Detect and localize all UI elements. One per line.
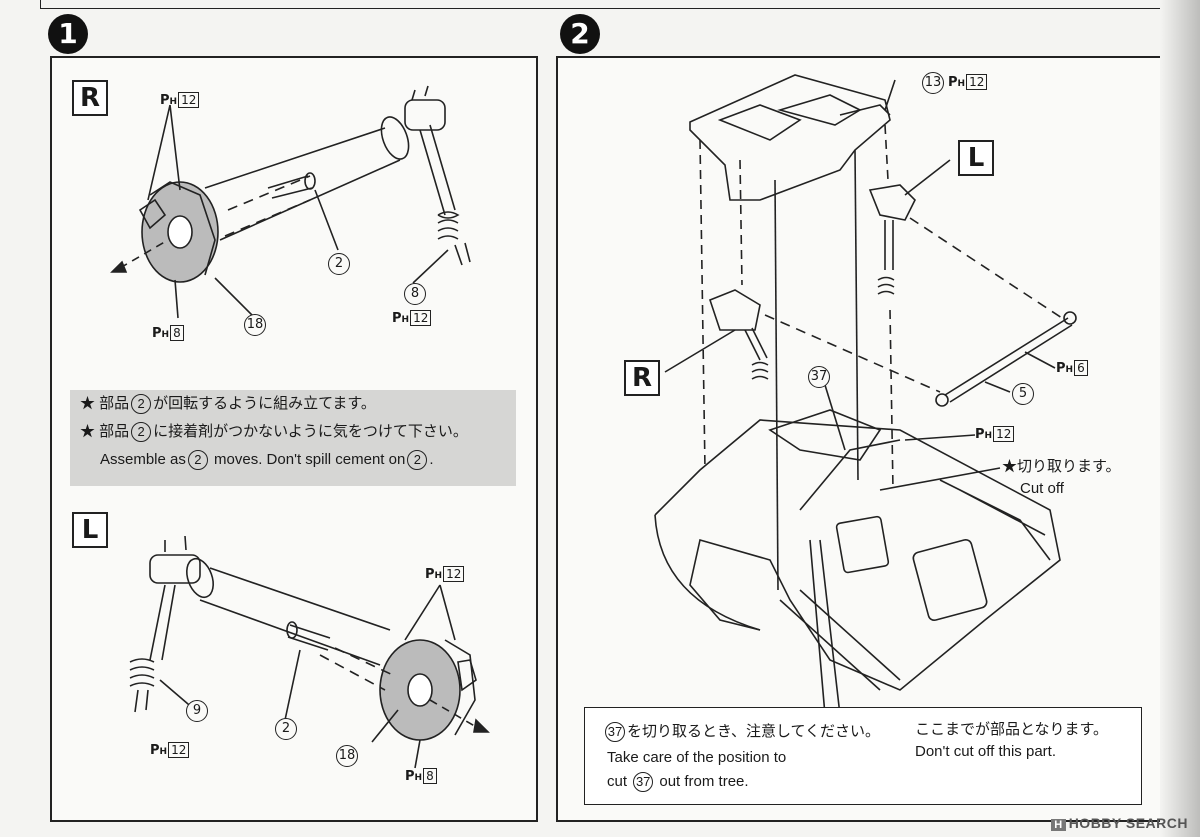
step-1-r-part-18: 18 (244, 314, 266, 336)
part-boundary-jp: ここまでが部品となります。 (915, 721, 1109, 738)
cut-off-en: Cut off (1020, 480, 1064, 497)
caution-en-1: Take care of the position to (607, 749, 787, 766)
caution-en-2: cut 37 out from tree. (607, 772, 749, 792)
cut-off-jp: ★切り取ります。 (1002, 458, 1121, 475)
step-2-l-label: L (958, 140, 994, 176)
step-1-r-part-2: 2 (328, 253, 350, 275)
step-2-panel (556, 56, 1168, 822)
step-1-l-part-2: 2 (275, 718, 297, 740)
part-boundary-en: Don't cut off this part. (915, 743, 1056, 760)
step-2-r-label: R (624, 360, 660, 396)
step-2-number: 2 (560, 14, 600, 54)
step-1-number: 1 (48, 14, 88, 54)
step-2-part-13: 13 (922, 72, 944, 94)
step-1-l-part-18: 18 (336, 745, 358, 767)
step-1-r-part-8: 8 (404, 283, 426, 305)
step-1-l-label: L (72, 512, 108, 548)
step-1-r-label: R (72, 80, 108, 116)
step-2-part-37: 37 (808, 366, 830, 388)
step-2-part-5: 5 (1012, 383, 1034, 405)
page-edge-shadow (1160, 0, 1200, 837)
step-1-l-part-9: 9 (186, 700, 208, 722)
